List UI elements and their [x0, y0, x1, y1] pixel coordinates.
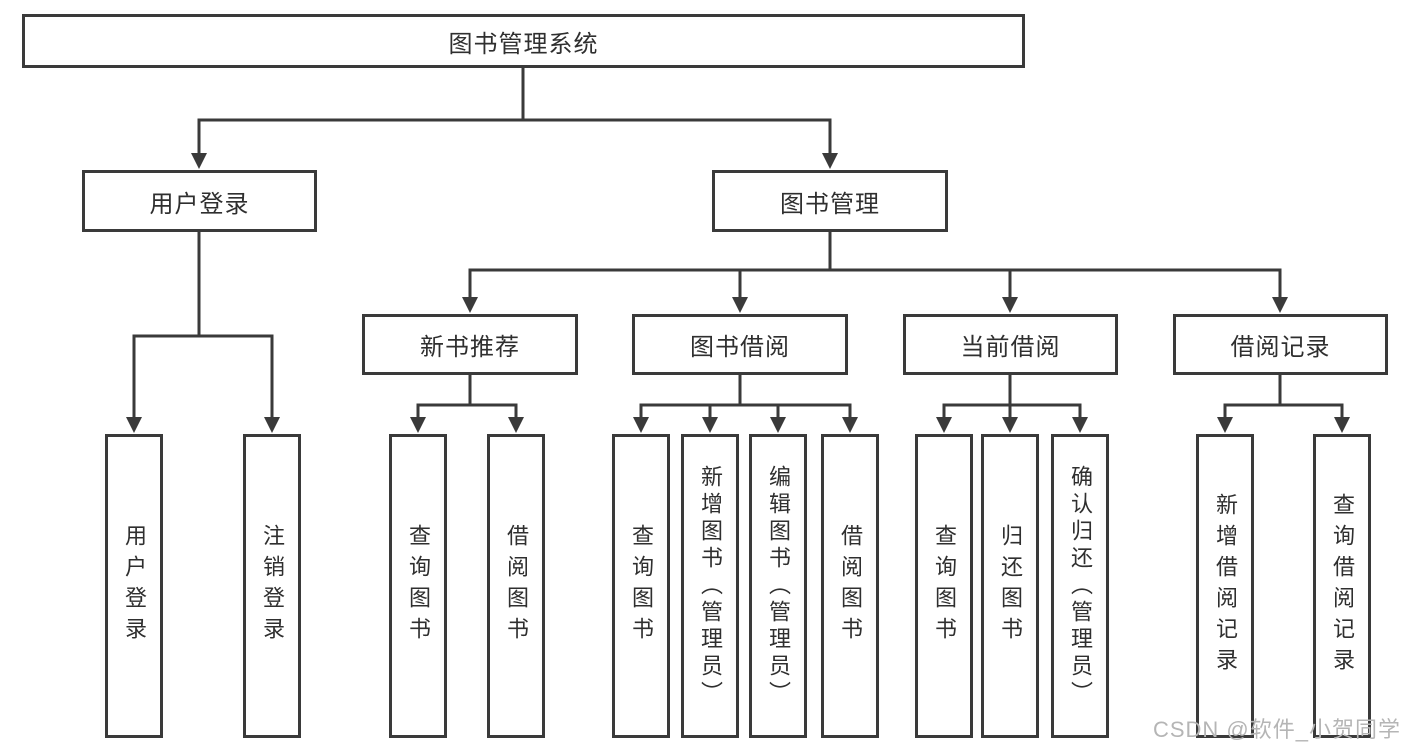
- node-leaf-cb-query-books-label: 查询图书: [932, 524, 957, 648]
- node-borrowing-records: 借阅记录: [1173, 314, 1388, 375]
- node-leaf-cb-confirm-return-label: 确认归还（管理员）: [1068, 464, 1093, 708]
- node-leaf-br-add-record-label: 新增借阅记录: [1213, 493, 1238, 679]
- node-leaf-bb-add-books: 新增图书（管理员）: [681, 434, 739, 738]
- node-leaf-logout: 注销登录: [243, 434, 301, 738]
- node-book-borrowing-label: 图书借阅: [690, 334, 790, 361]
- node-leaf-cb-return-books-label: 归还图书: [998, 524, 1023, 648]
- node-leaf-bb-borrow-books: 借阅图书: [821, 434, 879, 738]
- node-leaf-br-query-record: 查询借阅记录: [1313, 434, 1371, 738]
- node-book-borrowing: 图书借阅: [632, 314, 848, 375]
- node-current-borrowing-label: 当前借阅: [960, 334, 1061, 361]
- node-leaf-cb-confirm-return: 确认归还（管理员）: [1051, 434, 1109, 738]
- connector-user-login: [126, 230, 280, 433]
- node-leaf-logout-label: 注销登录: [260, 524, 285, 648]
- node-leaf-bb-query-books: 查询图书: [612, 434, 670, 738]
- node-leaf-rec-query-books-label: 查询图书: [406, 524, 431, 648]
- connector-current-borrowing: [936, 373, 1088, 433]
- node-leaf-br-add-record: 新增借阅记录: [1196, 434, 1254, 738]
- node-leaf-user-login: 用户登录: [105, 434, 163, 738]
- node-book-management: 图书管理: [712, 170, 948, 232]
- connector-borrowing-records: [1217, 373, 1350, 433]
- node-user-login-label: 用户登录: [149, 190, 250, 218]
- node-book-management-label: 图书管理: [780, 190, 880, 218]
- node-user-login: 用户登录: [82, 170, 317, 232]
- node-new-book-recommendation-label: 新书推荐: [420, 334, 520, 361]
- connector-book-borrowing: [633, 373, 858, 433]
- node-leaf-rec-borrow-books-label: 借阅图书: [504, 524, 529, 648]
- connector-new-book-recommendation: [410, 373, 524, 433]
- node-leaf-cb-return-books: 归还图书: [981, 434, 1039, 738]
- node-root-label: 图书管理系统: [448, 30, 599, 58]
- node-new-book-recommendation: 新书推荐: [362, 314, 578, 375]
- node-leaf-br-query-record-label: 查询借阅记录: [1330, 493, 1355, 679]
- node-leaf-bb-edit-books: 编辑图书（管理员）: [749, 434, 807, 738]
- node-leaf-rec-query-books: 查询图书: [389, 434, 447, 738]
- connector-book-management: [462, 230, 1288, 313]
- node-leaf-bb-borrow-books-label: 借阅图书: [838, 524, 863, 648]
- node-leaf-user-login-label: 用户登录: [122, 524, 147, 648]
- node-leaf-cb-query-books: 查询图书: [915, 434, 973, 738]
- node-leaf-bb-query-books-label: 查询图书: [629, 524, 654, 648]
- node-leaf-rec-borrow-books: 借阅图书: [487, 434, 545, 738]
- node-leaf-bb-add-books-label: 新增图书（管理员）: [698, 464, 723, 708]
- node-borrowing-records-label: 借阅记录: [1230, 334, 1331, 361]
- watermark: CSDN @软件_小贺同学: [1152, 717, 1401, 742]
- connector-root: [191, 66, 838, 169]
- node-current-borrowing: 当前借阅: [903, 314, 1118, 375]
- node-leaf-bb-edit-books-label: 编辑图书（管理员）: [766, 464, 791, 708]
- node-root: 图书管理系统: [22, 14, 1025, 68]
